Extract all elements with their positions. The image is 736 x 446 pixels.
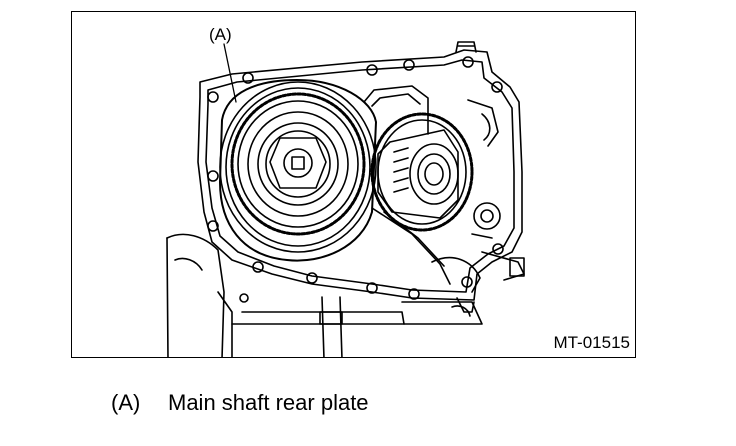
figure-code: MT-01515 xyxy=(553,333,630,352)
callout-leader xyxy=(223,43,237,103)
legend-key: (A) xyxy=(111,390,141,415)
transmission-illustration xyxy=(166,41,525,357)
lower-housing xyxy=(166,233,483,357)
legend-text: Main shaft rear plate xyxy=(168,390,369,415)
legend: (A) Main shaft rear plate xyxy=(111,390,369,416)
main-shaft-rear-plate xyxy=(219,79,377,262)
retaining-bracket xyxy=(363,85,525,313)
figure-frame: (A) MT-01515 xyxy=(71,11,636,358)
main-shaft-gear xyxy=(230,92,366,236)
case-outline xyxy=(197,41,523,301)
counter-shaft-gear xyxy=(370,112,474,232)
callout-label: (A) xyxy=(209,25,232,44)
